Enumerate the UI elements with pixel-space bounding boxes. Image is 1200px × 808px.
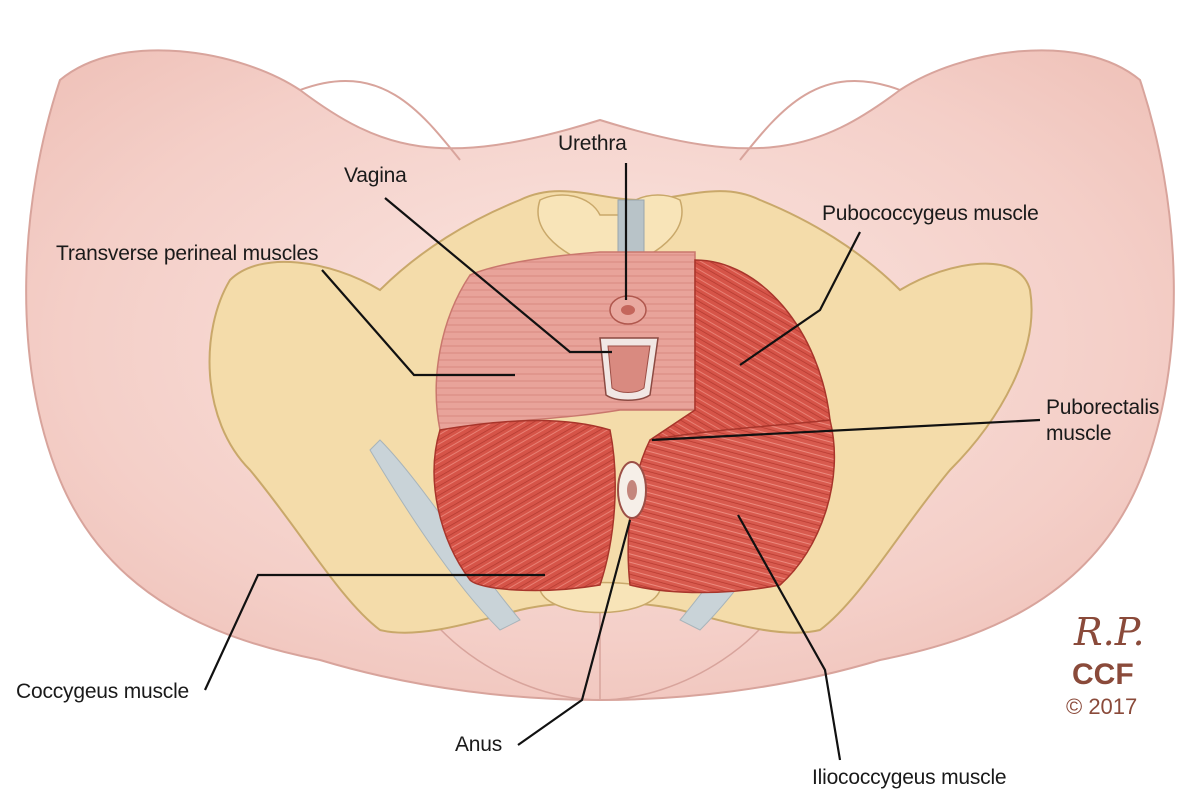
label-transverse-perineal-muscles: Transverse perineal muscles	[56, 242, 319, 265]
artist-signature-org: CCF	[1072, 658, 1134, 691]
anus-opening	[617, 461, 647, 519]
artist-signature-initials: R.P.	[1074, 610, 1145, 654]
leader-line-iliococcygeus	[737, 514, 842, 761]
leader-line-puborectalis	[651, 418, 1041, 442]
leader-line-transverse-perineal	[321, 269, 515, 377]
copyright-notice: © 2017	[1066, 694, 1138, 719]
label-puborectalis-muscle-line2: muscle	[1046, 422, 1112, 445]
urethra-opening	[609, 295, 647, 325]
label-coccygeus-muscle: Coccygeus muscle	[16, 680, 190, 703]
leader-line-coccygeus	[204, 573, 545, 691]
label-vagina: Vagina	[344, 164, 407, 187]
leader-line-pubococcygeus	[739, 231, 861, 366]
leader-line-vagina	[384, 197, 612, 354]
label-anus: Anus	[455, 733, 503, 756]
levator-ani-bowl-left	[433, 419, 616, 592]
label-urethra: Urethra	[558, 132, 627, 155]
leader-line-anus	[517, 519, 632, 746]
label-iliococcygeus-muscle: Iliococcygeus muscle	[812, 766, 1007, 789]
leader-lines	[204, 163, 1041, 761]
label-puborectalis-muscle-line1: Puborectalis	[1046, 396, 1160, 419]
label-pubococcygeus-muscle: Pubococcygeus muscle	[822, 202, 1039, 225]
vagina-opening	[599, 337, 659, 401]
levator-ani-bowl-right	[627, 419, 836, 594]
